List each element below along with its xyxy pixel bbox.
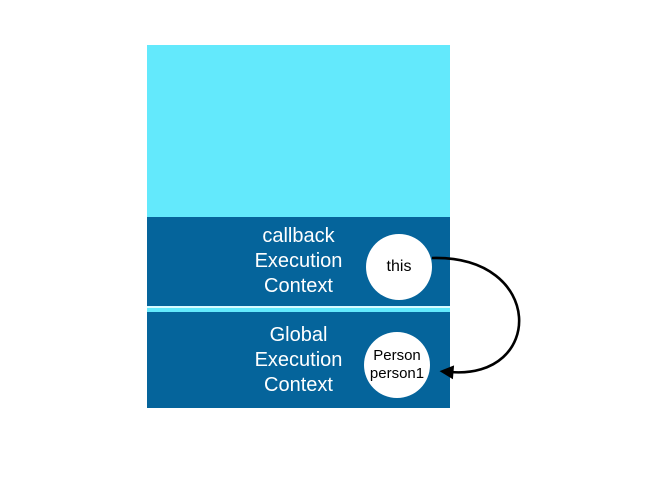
global-execution-context-section: Global Execution Context Person person1 bbox=[147, 312, 450, 408]
this-circle: this bbox=[366, 234, 432, 300]
callback-label-line-2: Execution bbox=[254, 250, 343, 272]
stack-top-area bbox=[147, 45, 450, 217]
callback-execution-context-section: callback Execution Context this bbox=[147, 217, 450, 306]
person1-circle-line-2: person1 bbox=[369, 365, 425, 382]
callback-label-line-3: Context bbox=[264, 275, 333, 297]
person1-circle: Person person1 bbox=[364, 332, 430, 398]
global-label-line-1: Global bbox=[269, 323, 328, 346]
person1-circle-line-1: Person bbox=[373, 347, 421, 364]
global-label-line-3: Context bbox=[264, 373, 333, 396]
this-circle-label: this bbox=[386, 258, 412, 275]
callback-label-line-1: callback bbox=[262, 225, 335, 247]
section-divider bbox=[147, 306, 450, 312]
global-label-line-2: Execution bbox=[254, 348, 343, 371]
